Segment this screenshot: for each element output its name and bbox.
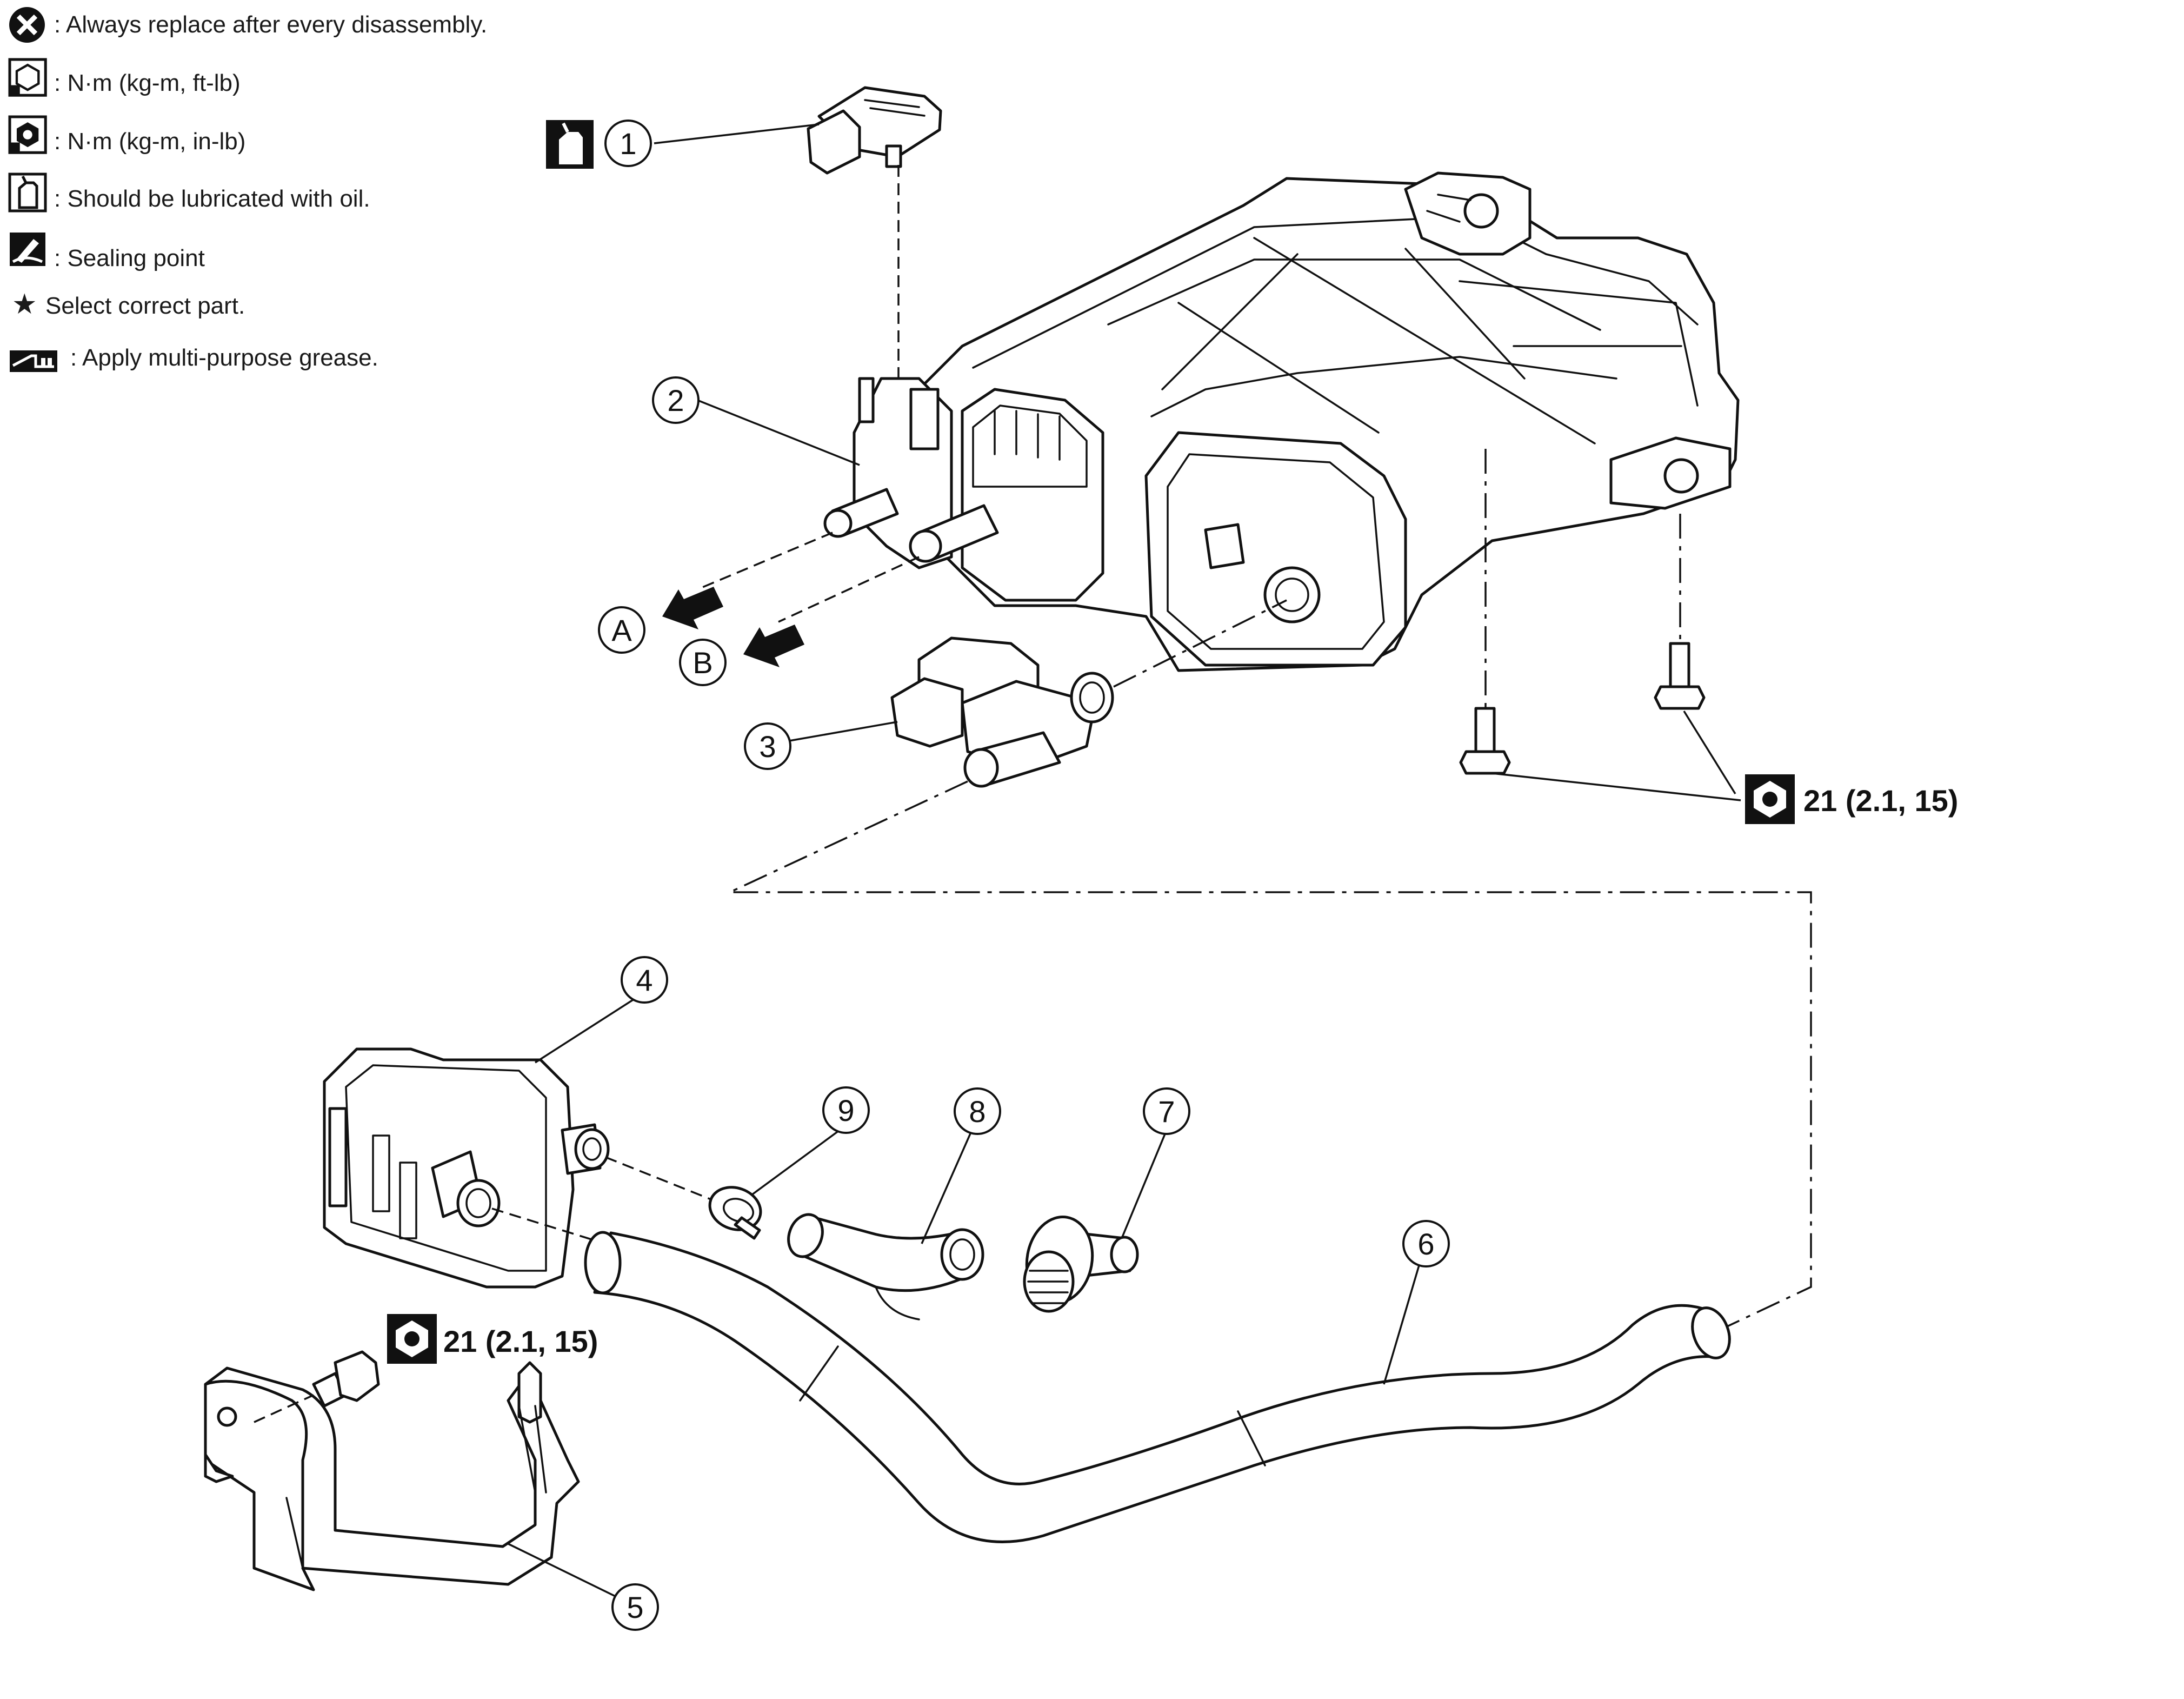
legend-item-replace: : Always replace after every disassembly… (54, 11, 487, 38)
legend-item-torque-ftlb: : N·m (kg-m, ft-lb) (54, 70, 241, 96)
legend-item-select-part: Select correct part. (45, 293, 245, 319)
torque-wrench-icon (8, 58, 47, 97)
hose-connector (1023, 1216, 1139, 1313)
svg-text:4: 4 (636, 963, 652, 997)
svg-text:A: A (611, 613, 632, 647)
svg-text:3: 3 (759, 729, 776, 764)
hose-clamp (708, 1186, 762, 1240)
vent-control-valve (890, 636, 1114, 788)
callout-9: 9 (822, 1086, 870, 1134)
callout-7: 7 (1143, 1087, 1190, 1135)
drain-hose (584, 1231, 1731, 1543)
legend-item-grease: : Apply multi-purpose grease. (70, 344, 378, 371)
callout-b: B (679, 639, 727, 686)
torque-spec-icon-bracket (387, 1314, 437, 1364)
legend-item-sealing: : Sealing point (54, 245, 205, 271)
svg-text:2: 2 (667, 383, 684, 417)
elbow-hose (787, 1213, 984, 1320)
evap-canister (823, 171, 1740, 672)
flow-arrow-a-icon (662, 587, 723, 629)
callout-3: 3 (744, 722, 791, 770)
callout-5: 5 (611, 1583, 659, 1631)
callout-a: A (598, 606, 645, 654)
bracket-bolt (312, 1350, 380, 1408)
callout-1: 1 (604, 120, 652, 167)
svg-text:7: 7 (1158, 1094, 1175, 1129)
svg-text:8: 8 (969, 1094, 986, 1129)
legend: : Always replace after every disassembly… (8, 7, 487, 372)
filter-bracket (204, 1361, 580, 1591)
callout-6: 6 (1402, 1220, 1450, 1267)
callout-8: 8 (954, 1087, 1001, 1135)
torque-wrench-inlb-icon (8, 115, 47, 154)
pressure-sensor (807, 86, 942, 175)
torque-spec-bracket: 21 (2.1, 15) (443, 1324, 598, 1358)
oil-can-icon (546, 120, 594, 169)
callout-2: 2 (652, 376, 700, 424)
flow-arrow-b-icon (743, 625, 804, 667)
callout-4: 4 (621, 956, 668, 1004)
svg-text:B: B (693, 646, 713, 680)
oil-can-icon (8, 172, 47, 213)
drain-filter (323, 1047, 610, 1289)
torque-spec-canister: 21 (2.1, 15) (1803, 784, 1958, 818)
svg-text:1: 1 (620, 127, 636, 161)
legend-item-torque-inlb: : N·m (kg-m, in-lb) (54, 128, 245, 155)
canister-bolt-right (1654, 642, 1706, 710)
torque-spec-icon-canister (1745, 774, 1795, 824)
svg-text:9: 9 (837, 1093, 854, 1127)
legend-item-lubricate: : Should be lubricated with oil. (54, 185, 370, 212)
svg-text:6: 6 (1417, 1227, 1434, 1261)
replace-x-icon (9, 7, 45, 43)
canister-bolt-left (1459, 707, 1511, 775)
sealing-point-icon (10, 233, 45, 266)
star-icon: ★ (12, 289, 37, 320)
grease-icon (10, 350, 57, 372)
svg-text:5: 5 (627, 1590, 643, 1624)
